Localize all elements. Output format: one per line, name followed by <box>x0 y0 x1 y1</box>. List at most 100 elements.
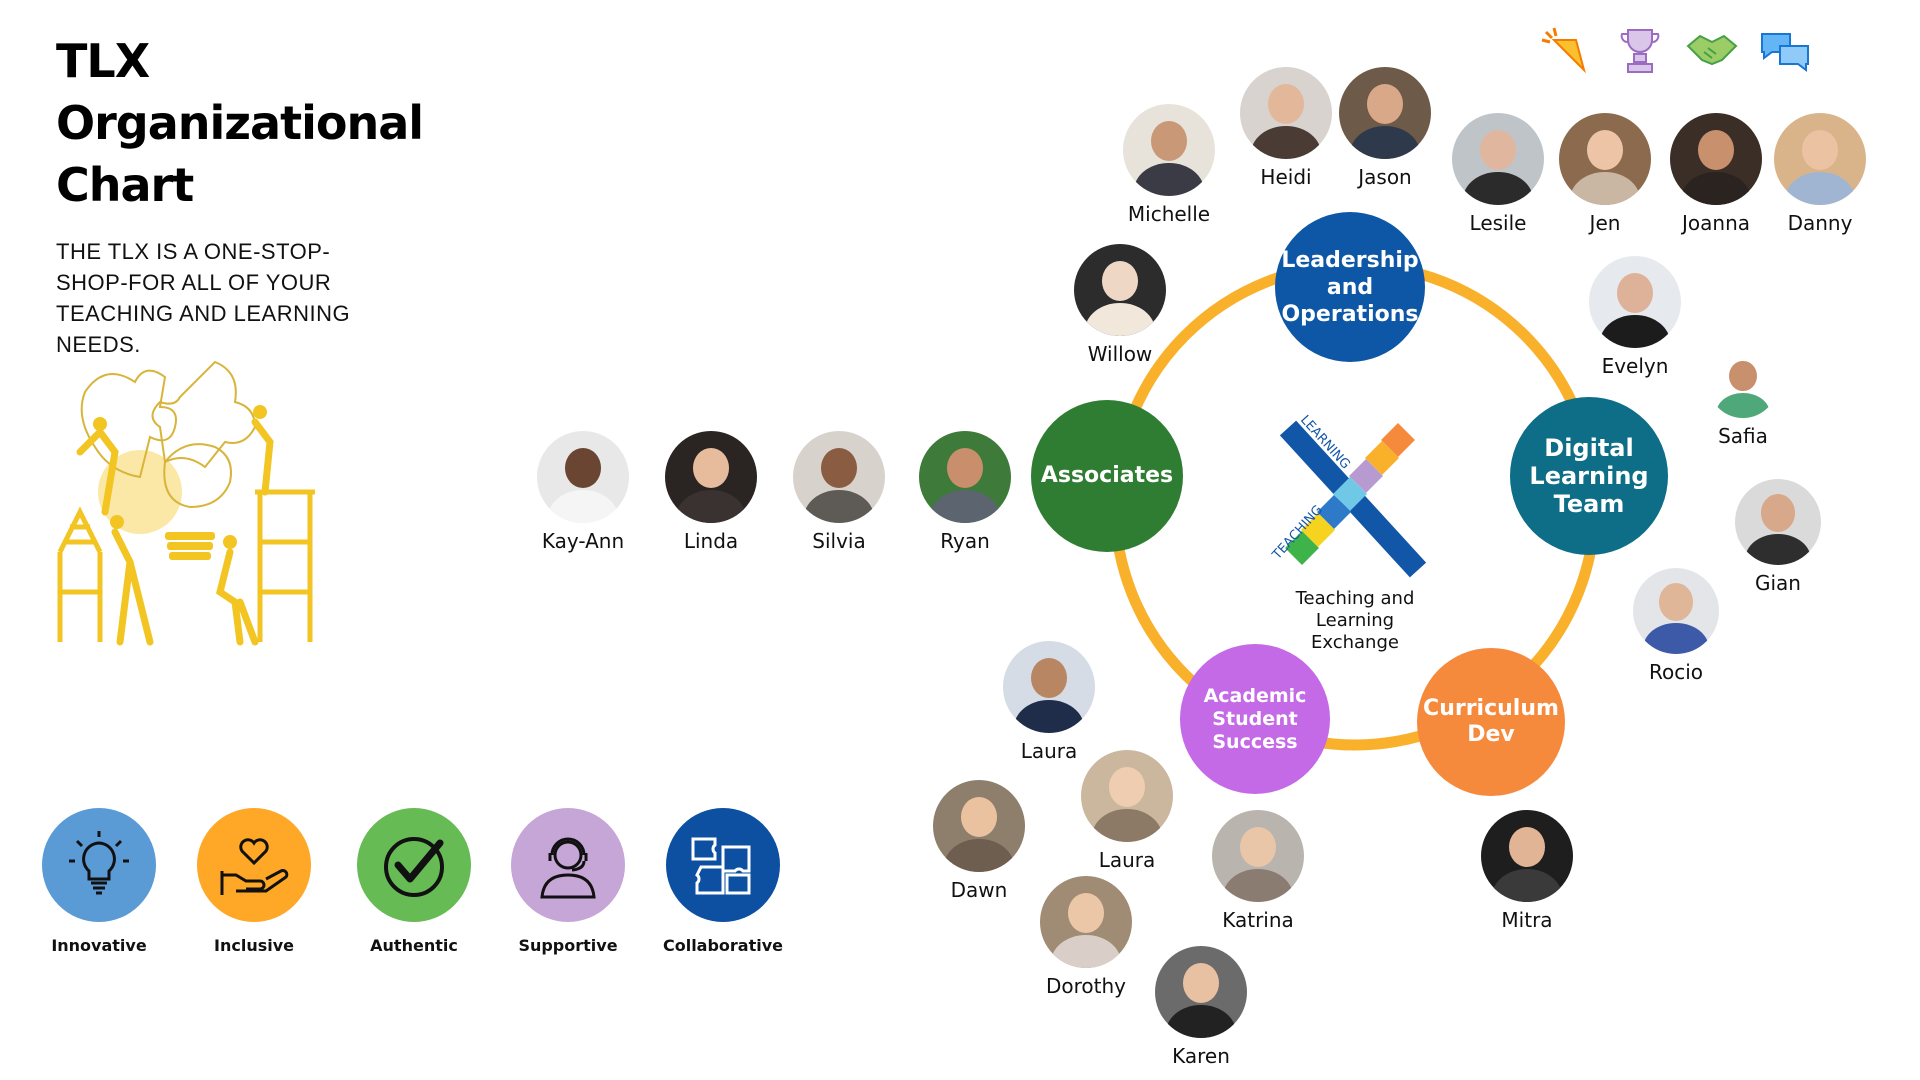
person-name: Laura <box>1020 739 1078 763</box>
title-line: Chart <box>56 158 194 212</box>
page-title: TLX Organizational Chart <box>56 30 424 216</box>
person-card[interactable]: Joanna <box>1666 113 1766 235</box>
person-card[interactable]: Dawn <box>929 780 1029 902</box>
team-label: Dev <box>1467 722 1515 747</box>
person-card[interactable]: Danny <box>1770 113 1870 235</box>
avatar <box>1240 67 1332 159</box>
avatar <box>1123 104 1215 196</box>
person-card[interactable]: Laura <box>1077 750 1177 872</box>
avatar <box>1708 348 1778 418</box>
tagline: THE TLX IS A ONE-STOP- SHOP-FOR ALL OF Y… <box>56 236 376 360</box>
person-card[interactable]: Silvia <box>789 431 889 553</box>
person-card[interactable]: Evelyn <box>1585 256 1685 378</box>
tagline-line: TEACHING AND LEARNING <box>56 301 351 326</box>
person-name: Laura <box>1098 848 1156 872</box>
team-label: Operations <box>1281 301 1419 327</box>
person-name: Michelle <box>1127 202 1211 226</box>
person-name: Linda <box>683 529 739 553</box>
person-name: Dawn <box>950 878 1008 902</box>
person-name: Rocio <box>1648 660 1704 684</box>
avatar <box>1339 67 1431 159</box>
avatar <box>537 431 629 523</box>
person-name: Safia <box>1718 424 1768 448</box>
headset-person-icon <box>511 808 625 922</box>
value-label: Collaborative <box>662 936 784 955</box>
person-name: Danny <box>1787 211 1853 235</box>
team-label: and <box>1326 274 1374 300</box>
team-label: Leadership <box>1281 247 1419 273</box>
tagline-line: THE TLX IS A ONE-STOP- <box>56 239 331 264</box>
avatar <box>1735 479 1821 565</box>
person-card[interactable]: Mitra <box>1477 810 1577 932</box>
person-name: Jason <box>1358 165 1412 189</box>
trophy-icon <box>1620 29 1660 73</box>
avatar <box>1774 113 1866 205</box>
person-name: Heidi <box>1260 165 1312 189</box>
puzzle-team-illustration <box>57 360 315 646</box>
person-card[interactable]: Kay-Ann <box>533 431 633 553</box>
team-label: Team <box>1553 490 1625 518</box>
team-associates[interactable]: Associates <box>1031 400 1183 552</box>
person-card[interactable]: Ryan <box>915 431 1015 553</box>
avatar <box>1481 810 1573 902</box>
value-label: Authentic <box>370 936 458 955</box>
person-card[interactable]: Dorothy <box>1036 876 1136 998</box>
person-name: Karen <box>1172 1044 1230 1068</box>
avatar <box>1212 810 1304 902</box>
heart-hand-icon <box>197 808 311 922</box>
center-label-line: Learning <box>1315 610 1395 631</box>
title-line: TLX <box>56 34 150 88</box>
center-label-line: Teaching and <box>1295 588 1415 609</box>
team-label: Associates <box>1040 463 1174 488</box>
person-name: Willow <box>1087 342 1153 366</box>
person-name: Kay-Ann <box>541 529 625 553</box>
team-label: Digital <box>1544 434 1634 462</box>
person-card[interactable]: Michelle <box>1119 104 1219 226</box>
tagline-line: SHOP-FOR ALL OF YOUR <box>56 270 332 295</box>
person-name: Jen <box>1589 211 1621 235</box>
avatar <box>1074 244 1166 336</box>
team-label: Learning <box>1529 462 1649 490</box>
person-card[interactable]: Safia <box>1693 348 1793 448</box>
person-card[interactable]: Jen <box>1555 113 1655 235</box>
center-label-line: Exchange <box>1311 632 1399 653</box>
person-card[interactable]: Rocio <box>1626 568 1726 684</box>
person-card[interactable]: Heidi <box>1236 67 1336 189</box>
team-label: Student <box>1212 707 1298 730</box>
tagline-line: NEEDS. <box>56 332 141 357</box>
avatar <box>1081 750 1173 842</box>
avatar <box>1003 641 1095 733</box>
value-label: Inclusive <box>214 936 294 955</box>
person-card[interactable]: Katrina <box>1208 810 1308 932</box>
person-card[interactable]: Linda <box>661 431 761 553</box>
avatar <box>1670 113 1762 205</box>
person-card[interactable]: Jason <box>1335 67 1435 189</box>
avatar <box>1633 568 1719 654</box>
person-name: Mitra <box>1501 908 1553 932</box>
team-label: Curriculum <box>1423 696 1559 721</box>
team-label: Success <box>1212 730 1298 753</box>
lightbulb-icon <box>42 808 156 922</box>
carrot-icon <box>1541 27 1586 74</box>
avatar <box>919 431 1011 523</box>
avatar <box>793 431 885 523</box>
person-name: Lesile <box>1469 211 1527 235</box>
person-name: Katrina <box>1222 908 1294 932</box>
tlx-logo: LEARNING TEACHING EXCHANGE <box>1269 413 1427 578</box>
person-card[interactable]: Gian <box>1728 479 1828 595</box>
chat-bubbles-icon <box>1761 33 1809 72</box>
person-card[interactable]: Lesile <box>1448 113 1548 235</box>
avatar <box>1452 113 1544 205</box>
person-card[interactable]: Willow <box>1070 244 1170 366</box>
title-line: Organizational <box>56 96 424 150</box>
avatar <box>1155 946 1247 1038</box>
puzzle-icon <box>666 808 780 922</box>
person-card[interactable]: Laura <box>999 641 1099 763</box>
person-card[interactable]: Karen <box>1151 946 1251 1068</box>
center-label: Teaching and Learning Exchange <box>1280 588 1430 654</box>
person-name: Silvia <box>812 529 866 553</box>
